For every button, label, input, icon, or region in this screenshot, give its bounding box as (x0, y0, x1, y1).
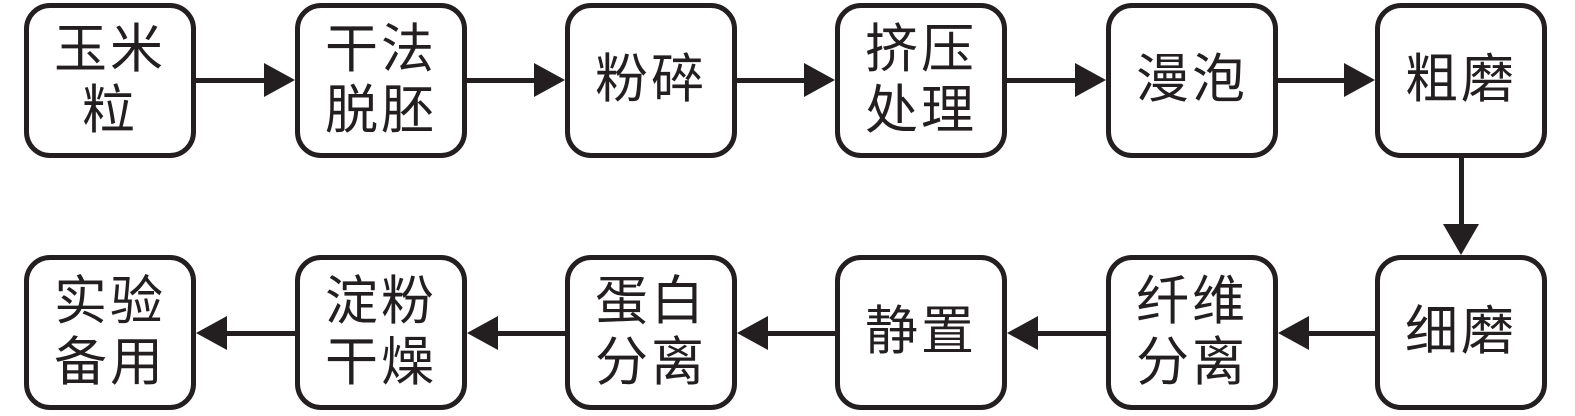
label-line: 分离 (595, 333, 707, 392)
arrow-head-icon (534, 63, 565, 97)
arrow-crushing-to-extrusion-treatment (737, 63, 835, 97)
arrow-shaft (1007, 77, 1080, 83)
label-line: 静置 (865, 303, 977, 361)
node-fiber-separation: 纤维 分离 (1106, 255, 1278, 410)
label-line: 粉碎 (595, 51, 707, 109)
label-line: 蛋白 (595, 272, 707, 331)
node-reserved-for-experiment: 实验 备用 (24, 255, 196, 410)
label-line: 粗磨 (1405, 51, 1517, 109)
node-starch-drying: 淀粉 干燥 (295, 255, 467, 410)
node-protein-separation-label: 蛋白 分离 (595, 272, 707, 394)
node-corn-kernels: 玉米 粒 (24, 3, 196, 158)
arrow-shaft (493, 330, 565, 336)
label-line: 细磨 (1405, 303, 1517, 361)
node-fine-grinding: 细磨 (1375, 255, 1547, 410)
arrow-head-icon (737, 316, 768, 350)
node-dry-degermination: 干法 脱胚 (295, 3, 467, 158)
arrow-head-icon (1443, 224, 1479, 255)
node-reserved-for-experiment-label: 实验 备用 (54, 272, 166, 394)
arrow-dry-degermination-to-crushing (467, 63, 565, 97)
arrow-head-icon (804, 63, 835, 97)
label-line: 纤维 (1136, 272, 1248, 331)
arrow-extrusion-treatment-to-soaking (1007, 63, 1106, 97)
label-line: 处理 (865, 81, 977, 140)
arrow-starch-drying-to-reserved-for-experiment (196, 316, 295, 350)
label-line: 挤压 (865, 20, 977, 79)
node-settling: 静置 (835, 255, 1007, 410)
node-corn-kernels-label: 玉米 粒 (54, 20, 166, 142)
arrow-soaking-to-coarse-grinding (1278, 63, 1375, 97)
label-line: 脱胚 (325, 81, 437, 140)
arrow-shaft (196, 77, 269, 83)
label-line: 干燥 (325, 333, 437, 392)
arrow-shaft (222, 330, 295, 336)
arrow-fiber-separation-to-settling (1007, 316, 1106, 350)
arrow-shaft (1278, 77, 1349, 83)
label-line: 漫泡 (1136, 51, 1248, 109)
node-coarse-grinding: 粗磨 (1375, 3, 1547, 158)
arrow-shaft (1304, 330, 1375, 336)
arrow-head-icon (1344, 63, 1375, 97)
arrow-head-icon (1278, 316, 1309, 350)
node-crushing: 粉碎 (565, 3, 737, 158)
node-extrusion-treatment-label: 挤压 处理 (865, 20, 977, 142)
arrow-head-icon (1075, 63, 1106, 97)
label-line: 备用 (54, 333, 166, 392)
node-fine-grinding-label: 细磨 (1405, 302, 1517, 363)
node-fiber-separation-label: 纤维 分离 (1136, 272, 1248, 394)
label-line: 玉米 (54, 20, 166, 79)
arrow-head-icon (196, 316, 227, 350)
arrow-head-icon (264, 63, 295, 97)
node-extrusion-treatment: 挤压 处理 (835, 3, 1007, 158)
node-coarse-grinding-label: 粗磨 (1405, 50, 1517, 111)
arrow-head-icon (467, 316, 498, 350)
arrow-shaft (1458, 158, 1464, 229)
arrow-fine-grinding-to-fiber-separation (1278, 316, 1375, 350)
node-soaking: 漫泡 (1106, 3, 1278, 158)
label-line: 实验 (54, 272, 166, 331)
label-line: 淀粉 (325, 272, 437, 331)
node-crushing-label: 粉碎 (595, 50, 707, 111)
arrow-head-icon (1007, 316, 1038, 350)
node-soaking-label: 漫泡 (1136, 50, 1248, 111)
arrow-coarse-grinding-to-fine-grinding (1443, 158, 1479, 255)
arrow-shaft (1033, 330, 1106, 336)
arrow-corn-kernels-to-dry-degermination (196, 63, 295, 97)
label-line: 干法 (325, 20, 437, 79)
node-dry-degermination-label: 干法 脱胚 (325, 20, 437, 142)
label-line: 粒 (82, 81, 138, 140)
node-settling-label: 静置 (865, 302, 977, 363)
node-starch-drying-label: 淀粉 干燥 (325, 272, 437, 394)
node-protein-separation: 蛋白 分离 (565, 255, 737, 410)
arrow-shaft (467, 77, 539, 83)
arrow-shaft (763, 330, 835, 336)
arrow-shaft (737, 77, 809, 83)
arrow-protein-separation-to-starch-drying (467, 316, 565, 350)
label-line: 分离 (1136, 333, 1248, 392)
arrow-settling-to-protein-separation (737, 316, 835, 350)
